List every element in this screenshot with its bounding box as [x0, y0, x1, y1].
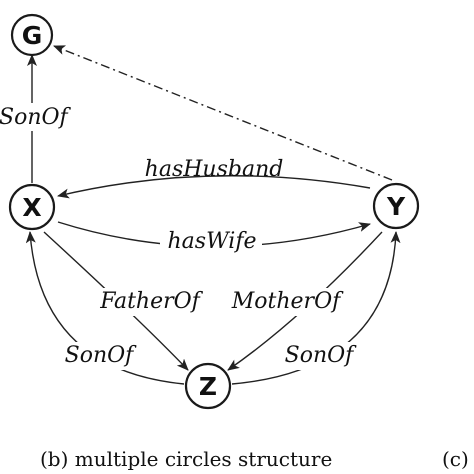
- edge-label-husband: hasHusband: [145, 157, 284, 182]
- edge-label-z-to-y: SonOf: [285, 343, 358, 368]
- edge-label-z-to-x: SonOf: [65, 343, 138, 368]
- node-g-label: G: [22, 21, 43, 50]
- node-x: X: [8, 183, 56, 231]
- node-y-label: Y: [386, 192, 406, 221]
- edge-label-x-to-g: SonOf: [0, 105, 72, 130]
- edge-label-mother: MotherOf: [231, 289, 344, 314]
- node-y: Y: [372, 182, 420, 230]
- edge-label-wife: hasWife: [168, 229, 257, 254]
- node-g: G: [10, 13, 54, 57]
- edge-y-to-x-husband: [57, 175, 371, 199]
- caption-c: (c): [442, 447, 469, 471]
- node-z: Z: [184, 362, 232, 410]
- edge-label-father: FatherOf: [99, 289, 203, 314]
- edge-z-to-x-son: [25, 231, 185, 385]
- edge-z-to-y-son: [231, 231, 401, 385]
- node-z-label: Z: [199, 372, 217, 401]
- edge-y-to-g: [53, 45, 393, 181]
- node-x-label: X: [22, 193, 41, 222]
- caption-b: (b) multiple circles structure: [40, 447, 332, 471]
